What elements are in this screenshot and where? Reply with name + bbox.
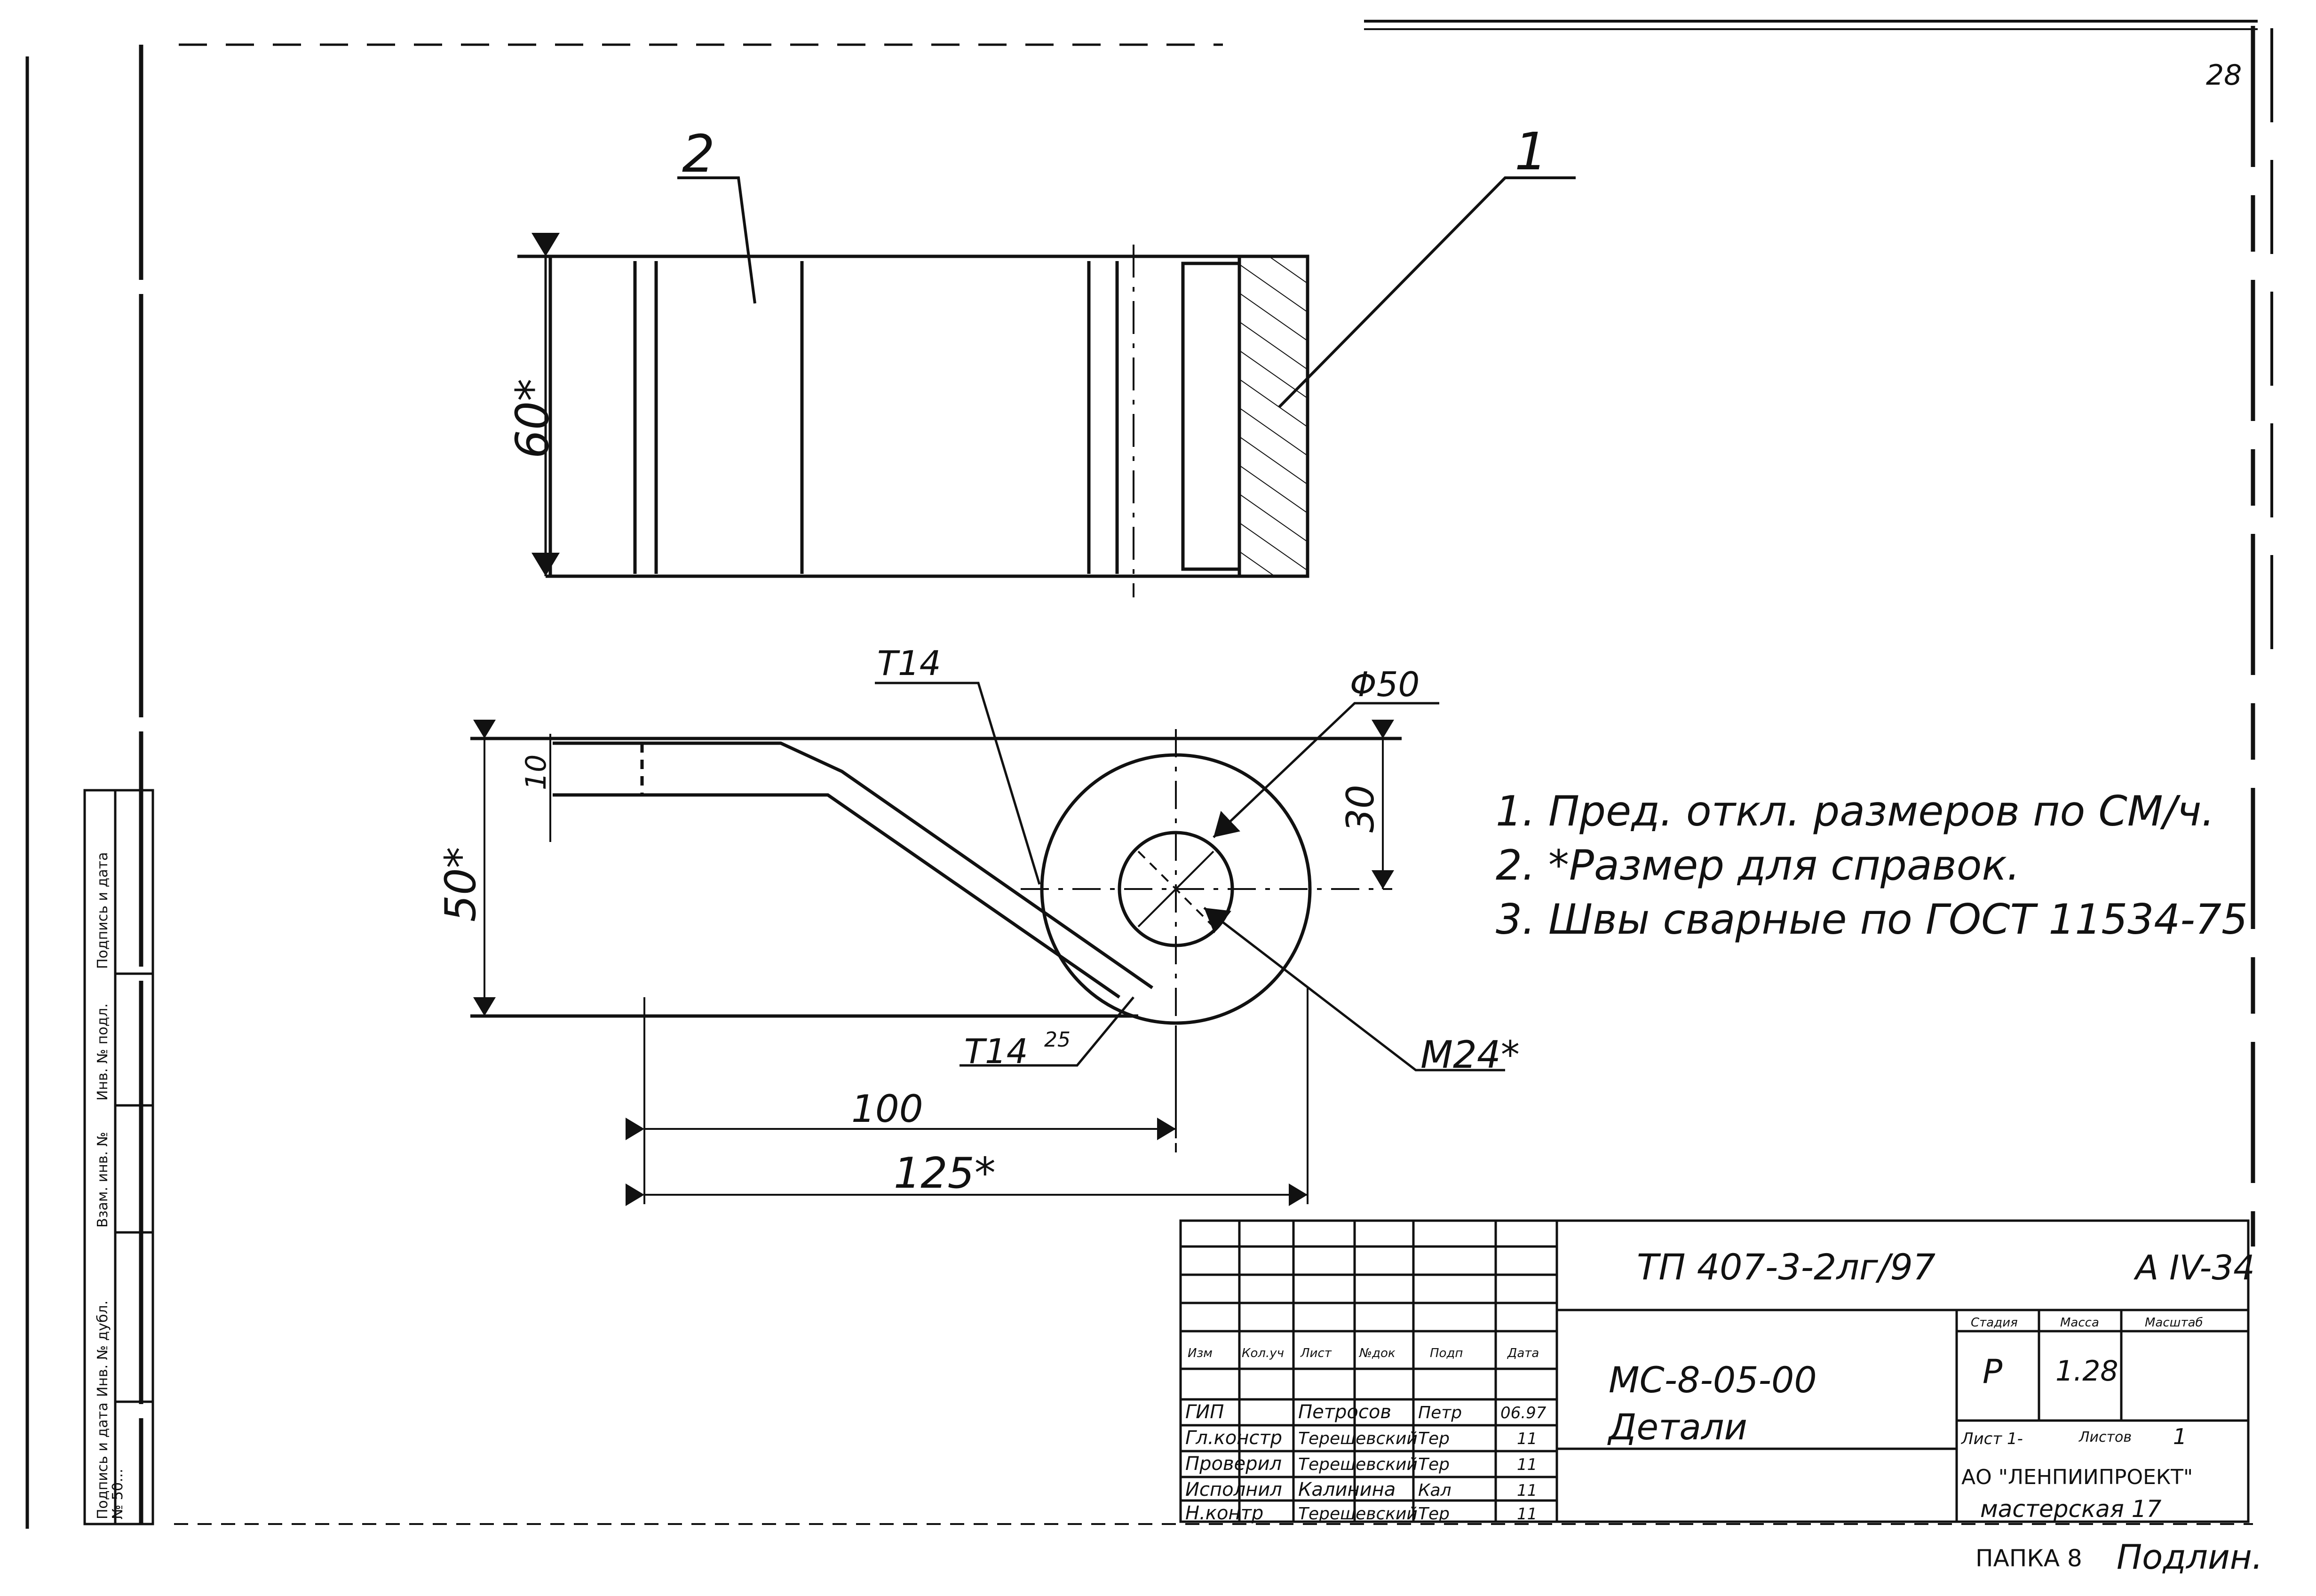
- tb-stage-label: Стадия: [1971, 1316, 2018, 1330]
- staff-name-2: Терешевский: [1298, 1429, 1418, 1448]
- staff-sign-1: Петр: [1418, 1403, 1462, 1422]
- staff-role-3: Проверил: [1185, 1453, 1282, 1475]
- title-block-grid: [1179, 1219, 2250, 1523]
- dim-m24-label: M24*: [1420, 1033, 1520, 1077]
- tb-col-podp: Подп: [1430, 1346, 1463, 1360]
- tb-stage: Р: [1983, 1352, 2003, 1391]
- staff-sign-3: Тер: [1418, 1455, 1450, 1474]
- staff-sign-4: Кал: [1418, 1481, 1451, 1500]
- staff-role-5: Н.контр: [1185, 1502, 1263, 1524]
- staff-role-1: ГИП: [1185, 1401, 1224, 1423]
- leader-lines: [677, 176, 1576, 408]
- tb-doc-number: МС-8-05-00: [1609, 1359, 1817, 1401]
- tb-album: А IV-34: [2134, 1248, 2255, 1287]
- tb-sheets: 1: [2173, 1424, 2187, 1449]
- footer-original: Подлин.: [2117, 1537, 2263, 1577]
- dim-t14-label: T14: [877, 643, 941, 683]
- tb-scale-label: Масштаб: [2145, 1316, 2203, 1330]
- dim-30-label: 30: [1339, 785, 1382, 833]
- dim-125-label: 125*: [894, 1149, 996, 1198]
- tb-code: ТП 407-3-2лг/97: [1637, 1246, 1935, 1288]
- footer-folder: ПАПКА 8: [1975, 1545, 2082, 1572]
- tb-col-list: Лист: [1300, 1346, 1332, 1360]
- sheet-number: 28: [2206, 59, 2242, 92]
- staff-date-1: 06.97: [1500, 1404, 1547, 1422]
- side-stamp-cell-4: Инв. № дубл.: [95, 1301, 111, 1397]
- top-view: [517, 233, 1309, 597]
- tb-col-kolvo: Кол.уч: [1242, 1346, 1284, 1360]
- tb-doc-title: Детали: [1607, 1406, 1747, 1448]
- side-stamp-cell-5: Подпись и дата: [95, 1403, 111, 1520]
- leader-label-1: 1: [1515, 121, 1547, 182]
- tb-col-ndok: №док: [1358, 1346, 1396, 1360]
- dim-height-label: 60*: [506, 379, 559, 459]
- dim-phi-label: Φ50: [1350, 665, 1420, 704]
- side-stamp-cell-3: Взам. инв. №: [95, 1132, 111, 1228]
- staff-role-4: Исполнил: [1185, 1479, 1282, 1501]
- note-2: 2. *Размер для справок.: [1496, 841, 2020, 889]
- note-1: 1. Пред. откл. размеров по СМ/ч.: [1496, 787, 2214, 835]
- staff-date-2: 11: [1517, 1429, 1537, 1448]
- tb-sheets-label: Листов: [2078, 1429, 2132, 1445]
- sheet-frame: [25, 20, 2273, 1529]
- tb-workshop: мастерская 17: [1980, 1495, 2162, 1523]
- tb-staff-rows: ГИП Петросов Петр 06.97 Гл.констр Тереше…: [1185, 1401, 1547, 1524]
- staff-name-4: Калинина: [1298, 1479, 1396, 1501]
- staff-name-5: Терешевский: [1298, 1504, 1418, 1524]
- tb-mass-label: Масса: [2060, 1316, 2099, 1330]
- staff-date-4: 11: [1517, 1481, 1537, 1500]
- staff-name-3: Терешевский: [1298, 1455, 1418, 1474]
- leader-label-2: 2: [682, 124, 715, 184]
- side-stamp: [83, 789, 154, 1525]
- tb-mass: 1.28: [2055, 1355, 2118, 1388]
- dim-50-label: 50*: [436, 847, 485, 922]
- staff-role-2: Гл.констр: [1185, 1427, 1282, 1449]
- dim-10-label: 10: [520, 754, 553, 790]
- tb-sheet-label: Лист 1-: [1960, 1429, 2023, 1448]
- dim-100-label: 100: [851, 1087, 923, 1131]
- side-stamp-cell-2: Подпись и дата: [95, 852, 111, 969]
- staff-sign-2: Тер: [1418, 1429, 1450, 1448]
- front-view: [470, 682, 1505, 1206]
- note-3: 3. Швы сварные по ГОСТ 11534-75: [1496, 895, 2248, 944]
- side-stamp-bottom: № 50...: [110, 1469, 126, 1519]
- tb-org: АО "ЛЕНПИИПРОЕКТ": [1961, 1465, 2193, 1489]
- side-stamp-cell-1: Инв. № подл.: [95, 1003, 111, 1101]
- staff-sign-5: Тер: [1418, 1504, 1450, 1524]
- staff-date-5: 11: [1517, 1505, 1537, 1524]
- staff-name-1: Петросов: [1298, 1401, 1391, 1423]
- dim-t14-weld-label: T14: [964, 1032, 1028, 1071]
- dim-t14-weld-sup: 25: [1044, 1028, 1071, 1052]
- tb-col-izm: Изм: [1188, 1346, 1213, 1360]
- tb-col-data: Дата: [1507, 1346, 1539, 1360]
- staff-date-3: 11: [1517, 1455, 1537, 1474]
